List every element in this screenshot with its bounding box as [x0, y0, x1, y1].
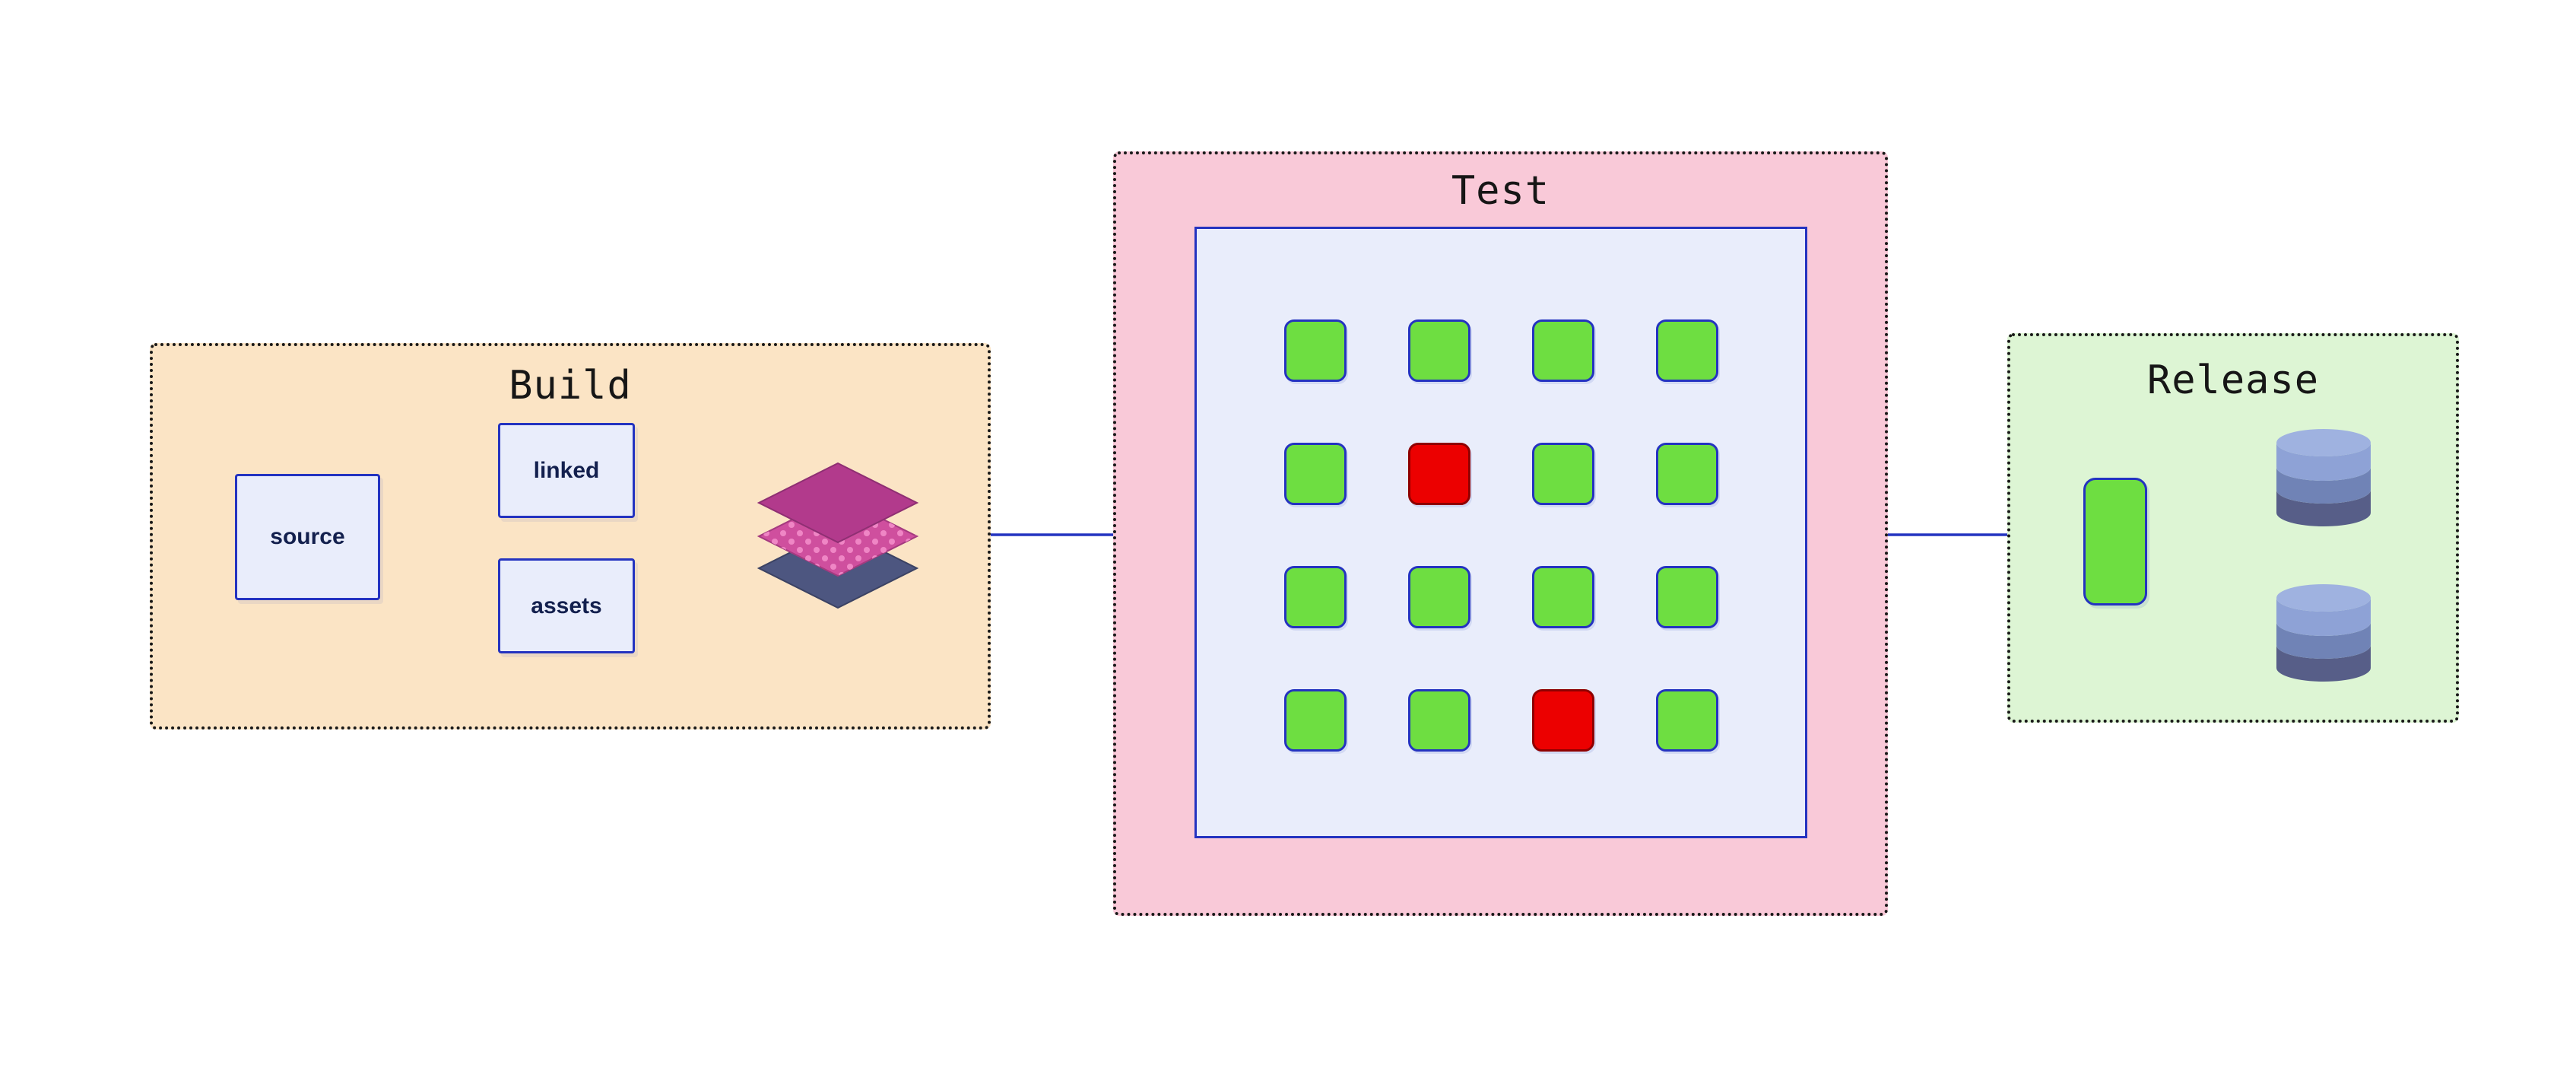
test-cell: [1284, 319, 1347, 382]
test-cell: [1656, 319, 1718, 382]
stage-title-release: Release: [2146, 358, 2320, 403]
node-linked: linked: [498, 423, 635, 518]
test-cell: [1532, 566, 1594, 628]
deploy-node: [2083, 478, 2147, 606]
database-icon: [2276, 584, 2371, 682]
test-cell: [1656, 689, 1718, 752]
test-cell: [1284, 566, 1347, 628]
test-cell: [1408, 443, 1470, 505]
stage-release: Release: [2007, 333, 2459, 723]
test-cell: [1656, 443, 1718, 505]
node-source: source: [235, 474, 380, 600]
test-cell: [1284, 689, 1347, 752]
layer-top: [757, 462, 919, 544]
node-linked-label: linked: [533, 457, 600, 483]
layers-stack-icon: [757, 462, 919, 609]
node-assets-label: assets: [531, 593, 602, 618]
node-source-label: source: [270, 524, 345, 549]
test-cell: [1408, 689, 1470, 752]
test-cell: [1408, 319, 1470, 382]
test-grid: [1284, 319, 1718, 752]
stage-title-build: Build: [509, 363, 632, 408]
test-cell: [1408, 566, 1470, 628]
test-cell: [1532, 689, 1594, 752]
database-icon: [2276, 429, 2371, 526]
test-cell: [1656, 566, 1718, 628]
stage-title-test: Test: [1451, 168, 1550, 214]
test-cell: [1284, 443, 1347, 505]
test-cell: [1532, 319, 1594, 382]
test-cell: [1532, 443, 1594, 505]
node-assets: assets: [498, 558, 635, 653]
